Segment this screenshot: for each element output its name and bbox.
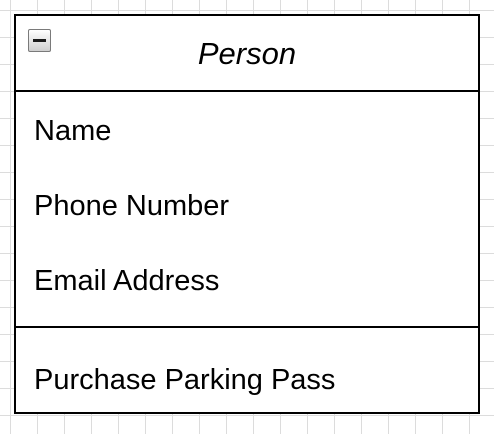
- uml-class-box[interactable]: Person Name Phone Number Email Address P…: [14, 14, 480, 414]
- attribute-phone-number[interactable]: Phone Number: [34, 190, 230, 222]
- methods-compartment: Purchase Parking Pass: [16, 328, 478, 412]
- attribute-email-address[interactable]: Email Address: [34, 265, 220, 297]
- attributes-compartment: Name Phone Number Email Address: [16, 92, 478, 328]
- class-header: Person: [16, 16, 478, 92]
- method-purchase-parking-pass[interactable]: Purchase Parking Pass: [34, 364, 336, 396]
- attribute-name[interactable]: Name: [34, 115, 112, 147]
- collapse-minus-icon[interactable]: [28, 29, 51, 52]
- minus-icon: [33, 39, 46, 42]
- class-name[interactable]: Person: [197, 36, 297, 71]
